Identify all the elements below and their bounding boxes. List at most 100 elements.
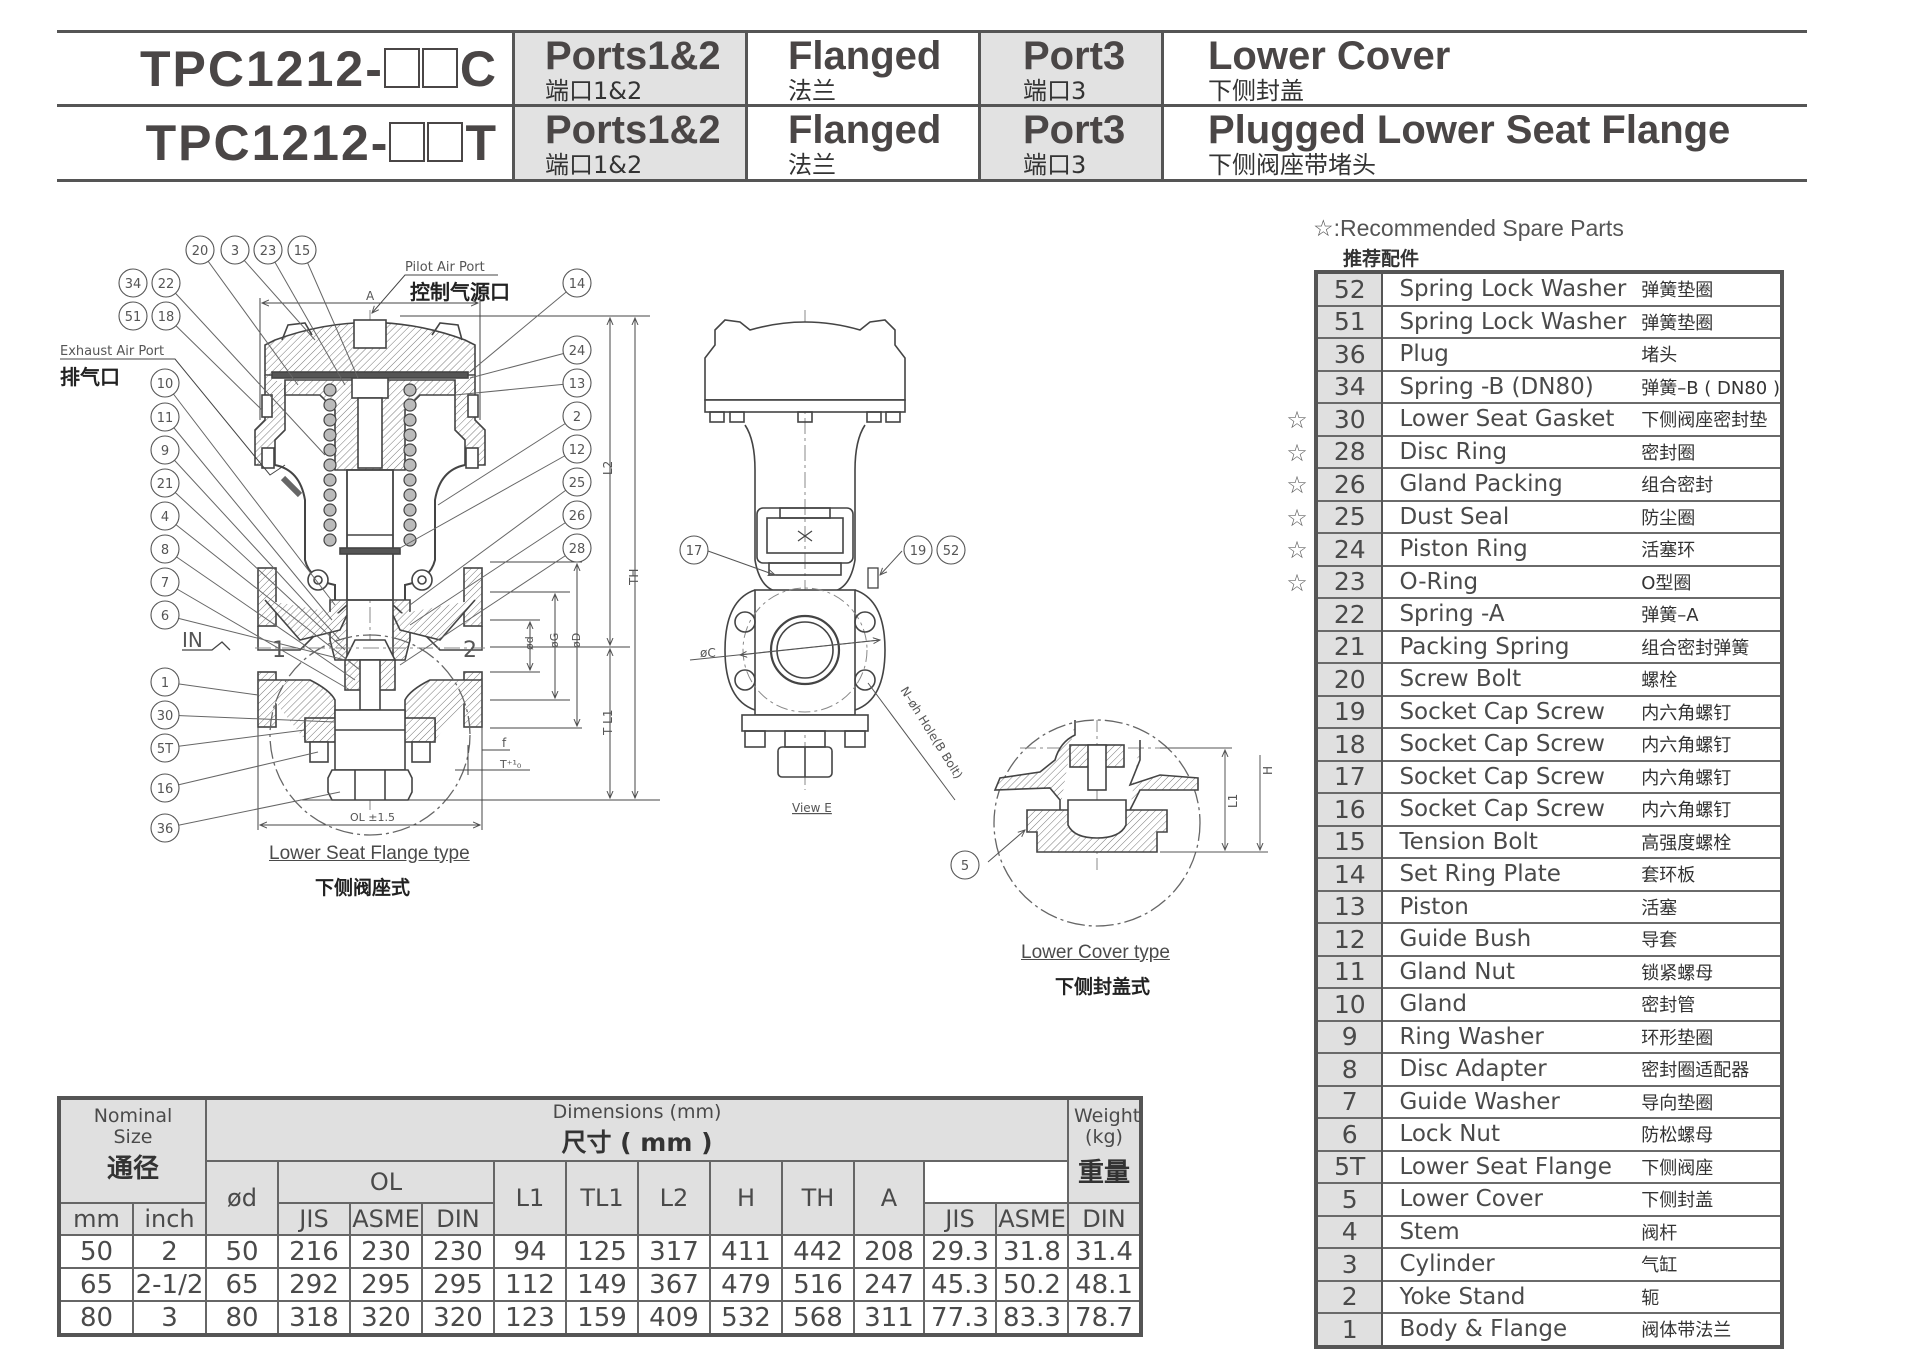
exhaust-port-label: Exhaust Air Port (60, 344, 164, 359)
col-mm: mm (58, 1202, 134, 1236)
model-code-c: TPC1212-C (57, 33, 512, 104)
port3-label-cn: 端口3 (1023, 77, 1087, 105)
part-number: 5T (1316, 1149, 1384, 1183)
part-name-cn: 组合密封 (1637, 467, 1782, 501)
cell-d: 50 (205, 1234, 279, 1269)
dim-l1-label: L1 (1226, 794, 1240, 808)
callout-number: 14 (569, 277, 586, 292)
callout-2: 2 (437, 401, 592, 506)
cell-th: 568 (781, 1300, 855, 1336)
callout-number: 25 (569, 476, 586, 491)
part-number: 34 (1316, 369, 1384, 403)
part-name: Disc Ring (1382, 434, 1638, 468)
callout-number: 2 (573, 410, 581, 425)
cell-inch: 2 (132, 1234, 207, 1269)
part-name-cn: 密封圈适配器 (1637, 1052, 1782, 1086)
part-name: Socket Cap Screw (1382, 727, 1638, 761)
recommended-star-icon: ☆ (1286, 568, 1308, 597)
callout-circle (151, 301, 181, 331)
col-ol-asme: ASME (349, 1202, 423, 1236)
callout-8: 8 (150, 534, 356, 681)
callout-number: 4 (161, 510, 169, 525)
callout-number: 28 (569, 542, 586, 557)
callout-circle (150, 700, 180, 730)
ports-label: Ports1&2 (545, 34, 721, 78)
placeholder-box-icon (427, 122, 464, 162)
callout-number: 20 (192, 244, 209, 259)
col-w-asme: ASME (995, 1202, 1069, 1236)
cell-ol-din: 295 (421, 1267, 495, 1302)
part-name-cn: 环形垫圈 (1637, 1019, 1782, 1053)
leader-line (234, 249, 316, 341)
port3-cell: Port3 端口3 (978, 107, 1164, 179)
callout-52: 52 (936, 535, 966, 565)
nominal-size-header: Nominal Size 通径 (58, 1097, 207, 1204)
exhaust-port-label-cn: 排气口 (60, 365, 120, 389)
part-name: Screw Bolt (1382, 662, 1638, 696)
part-name: Tension Bolt (1382, 824, 1638, 858)
recommended-star-icon: ☆ (1286, 438, 1308, 467)
lower-cover-caption: Lower Cover type (1021, 942, 1170, 963)
part-name: Socket Cap Screw (1382, 694, 1638, 728)
cell-a: 311 (853, 1300, 925, 1336)
part-name-cn: 阀体带法兰 (1637, 1312, 1782, 1347)
weight-label-cn: 重量 (1077, 1158, 1130, 1188)
callout-circle (562, 434, 592, 464)
cell-ol-din: 320 (421, 1300, 495, 1336)
part-name-cn: 组合密封弹簧 (1637, 629, 1782, 663)
part-name: O-Ring (1382, 564, 1638, 598)
leader-line (164, 791, 341, 829)
callout-circle (150, 773, 180, 803)
part-number: 8 (1316, 1052, 1384, 1086)
callout-number: 26 (569, 509, 586, 524)
part-name: Guide Washer (1382, 1084, 1638, 1118)
cell-w-asme: 31.8 (995, 1234, 1069, 1269)
cell-ol-jis: 318 (277, 1300, 351, 1336)
placeholder-box-icon (383, 47, 420, 88)
callout-circle (118, 268, 148, 298)
cell-w-din: 48.1 (1067, 1267, 1142, 1302)
callout-number: 51 (125, 310, 142, 325)
part-name: Gland Nut (1382, 954, 1638, 988)
cell-d: 80 (205, 1300, 279, 1336)
part-number: 36 (1316, 337, 1384, 371)
cell-ol-jis: 216 (277, 1234, 351, 1269)
recommended-star-icon: ☆ (1286, 471, 1308, 499)
callout-number: 24 (569, 344, 586, 359)
lower-cover-detail-drawing (987, 719, 1268, 927)
model-suffix: T (465, 115, 498, 171)
callout-17: 17 (679, 535, 709, 565)
part-number: 1 (1316, 1312, 1384, 1347)
description-label-cn: 下侧阀座带堵头 (1208, 151, 1376, 179)
leader-line (164, 614, 346, 661)
spring-coils (323, 383, 417, 547)
callout-circle (562, 533, 592, 563)
cell-ol-asme: 230 (349, 1234, 423, 1269)
leader-line (399, 448, 578, 549)
cell-w-din: 78.7 (1067, 1300, 1142, 1336)
view-e-caption: View E (792, 801, 832, 815)
part-name: Piston (1382, 889, 1638, 923)
part-number: 19 (1316, 694, 1384, 728)
col-th: TH (781, 1160, 855, 1236)
cell-tl1: 159 (565, 1300, 639, 1336)
ports-cell: Ports1&2 端口1&2 (512, 107, 748, 179)
part-name-cn: 螺栓 (1637, 662, 1782, 696)
part-number: 7 (1316, 1084, 1384, 1118)
callout-9: 9 (150, 435, 341, 641)
col-w-din: DIN (1067, 1202, 1142, 1236)
part-name: Plug (1382, 337, 1638, 371)
col-w-jis: JIS (923, 1202, 997, 1236)
callout-21: 21 (150, 468, 346, 651)
part-name: Cylinder (1382, 1247, 1638, 1281)
